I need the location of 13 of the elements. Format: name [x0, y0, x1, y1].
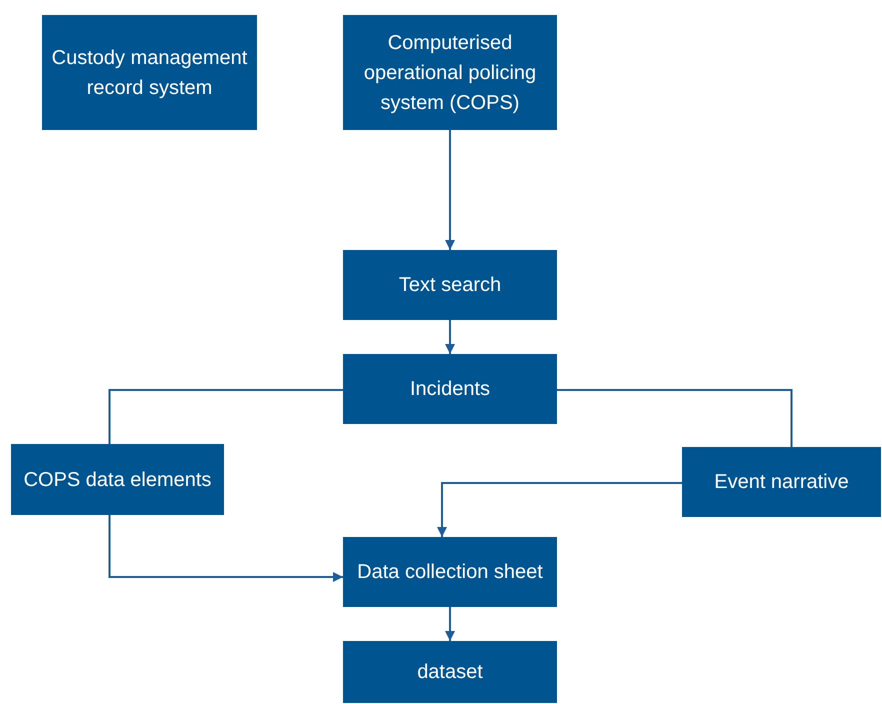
process-box: Event narrative — [682, 447, 881, 517]
process-box: COPS data elements — [11, 444, 224, 515]
connector-arrow — [108, 515, 343, 582]
process-box: Computerised operational policing system (COPS) — [343, 15, 557, 130]
process-box: dataset — [343, 641, 557, 703]
process-box: Incidents — [343, 354, 557, 424]
connector-arrow — [445, 130, 455, 250]
connector-arrow — [437, 482, 682, 537]
process-box: Custody management record system — [42, 15, 257, 130]
connector-arrow — [445, 607, 455, 641]
process-box: Text search — [343, 250, 557, 320]
connector-arrow — [445, 320, 455, 354]
process-box: Data collection sheet — [343, 537, 557, 607]
